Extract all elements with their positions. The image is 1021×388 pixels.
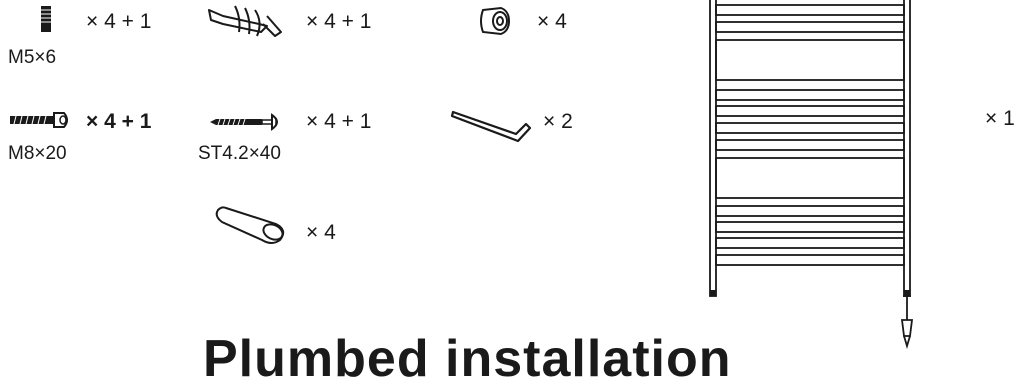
wood-screw-label: ST4.2×40 — [198, 143, 281, 164]
hex-key-icon — [450, 110, 532, 143]
m8-bolt-quantity: × 4 + 1 — [86, 110, 152, 133]
m8-bolt-label: M8×20 — [8, 143, 67, 164]
cap-icon — [480, 6, 511, 36]
tube-spacer-quantity: × 4 — [306, 221, 336, 244]
hex-key-quantity: × 2 — [543, 110, 573, 133]
section-heading: Plumbed installation — [203, 330, 732, 388]
m5-screw-quantity: × 4 + 1 — [86, 10, 152, 33]
towel-rail-icon — [709, 0, 914, 350]
tube-spacer-icon — [215, 206, 285, 244]
wood-screw-icon — [210, 113, 278, 131]
wall-plug-quantity: × 4 + 1 — [306, 10, 372, 33]
m5-screw-label: M5×6 — [8, 47, 57, 68]
wall-plug-icon — [208, 5, 282, 37]
m8-bolt-icon — [10, 112, 68, 128]
m5-set-screw-icon — [41, 6, 51, 32]
towel-rail-quantity: × 1 — [985, 107, 1015, 130]
cap-quantity: × 4 — [537, 10, 567, 33]
wood-screw-quantity: × 4 + 1 — [306, 110, 372, 133]
